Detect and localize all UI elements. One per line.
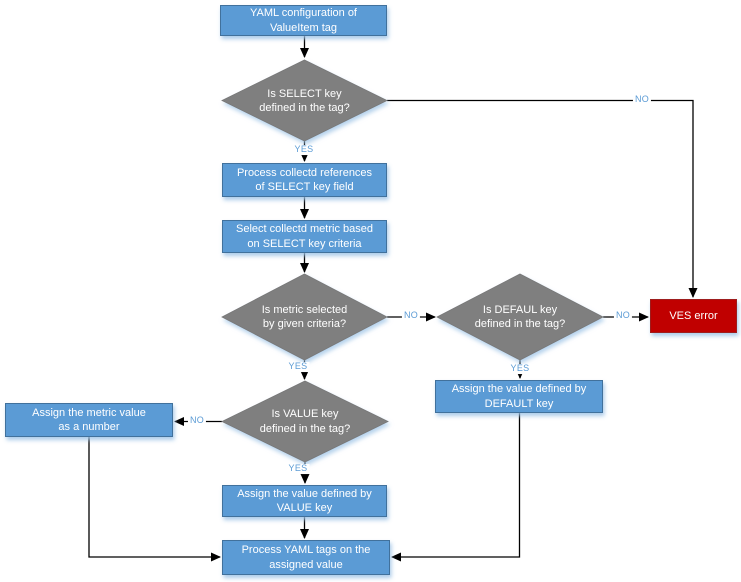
decision-default-shape [436, 273, 604, 361]
node-assign-default: Assign the value defined by DEFAULT key [435, 380, 603, 413]
flow-connectors [88, 35, 698, 562]
node-start: YAML configuration of ValueItem tag [220, 5, 387, 36]
edge-label-metric-no: NO [401, 310, 421, 321]
decision-value-shape [221, 380, 389, 463]
edge-label-select-yes: YES [292, 144, 316, 155]
node-process-yaml-tags: Process YAML tags on the assigned value [222, 540, 390, 575]
edge-select-no-to-ves-error [387, 99, 698, 298]
edge-label-value-no: NO [187, 415, 207, 426]
decision-metric-shape [221, 273, 388, 361]
node-ves-error: VES error [650, 299, 737, 333]
node-assign-metric-number: Assign the metric value as a number [5, 403, 173, 437]
edge-label-select-no: NO [632, 94, 652, 105]
decision-select-shape [221, 59, 388, 142]
edge-assign-default-to-process-yaml [391, 413, 521, 562]
node-process-references: Process collectd references of SELECT ke… [222, 163, 387, 197]
edge-label-default-yes: YES [508, 363, 532, 374]
node-select-metric: Select collectd metric based on SELECT k… [222, 220, 387, 253]
edge-label-metric-yes: YES [286, 361, 310, 372]
decision-shapes [221, 59, 604, 463]
edge-label-value-yes: YES [286, 463, 310, 474]
edge-label-default-no: NO [613, 310, 633, 321]
edge-assign-number-to-process-yaml [88, 437, 221, 562]
node-assign-value: Assign the value defined by VALUE key [222, 485, 387, 517]
